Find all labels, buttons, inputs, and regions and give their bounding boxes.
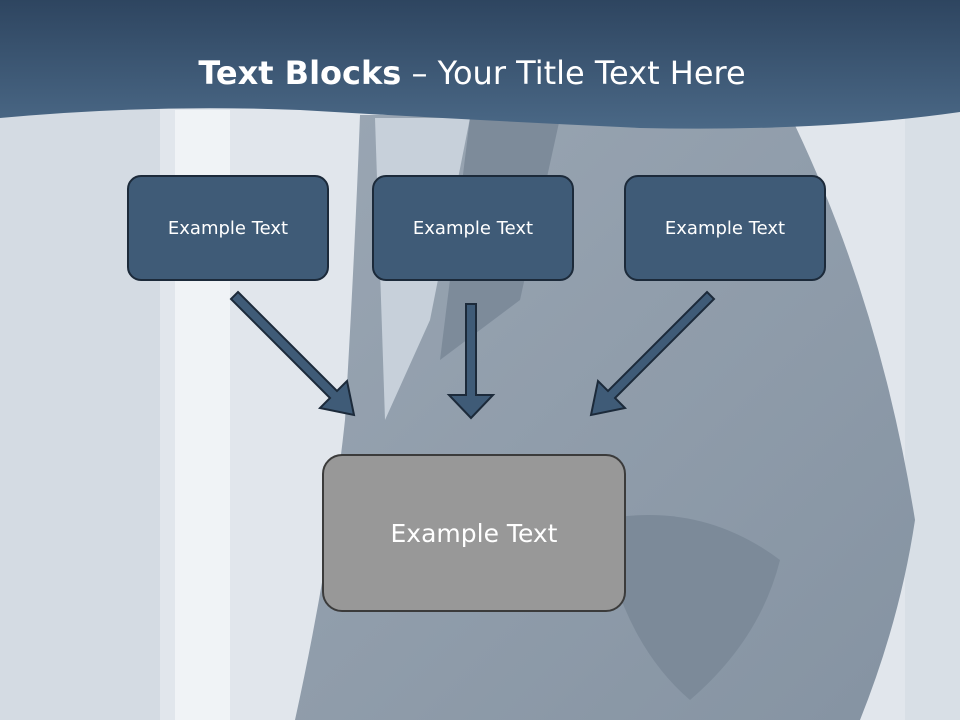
arrow-center-icon: [446, 303, 496, 420]
arrow-right-icon: [589, 290, 716, 417]
text-block-2: Example Text: [372, 175, 574, 281]
header-band: [0, 0, 960, 129]
target-block-label: Example Text: [390, 518, 558, 548]
title-bold: Text Blocks: [198, 54, 402, 92]
title-separator: –: [401, 54, 438, 92]
arrow-left-icon: [229, 290, 356, 417]
text-block-2-label: Example Text: [412, 217, 534, 239]
text-block-3: Example Text: [624, 175, 826, 281]
text-block-1-label: Example Text: [167, 217, 289, 239]
text-block-3-label: Example Text: [664, 217, 786, 239]
slide-title: Text Blocks – Your Title Text Here: [0, 54, 944, 92]
text-block-1: Example Text: [127, 175, 329, 281]
target-block: Example Text: [322, 454, 626, 612]
title-rest: Your Title Text Here: [437, 54, 746, 92]
